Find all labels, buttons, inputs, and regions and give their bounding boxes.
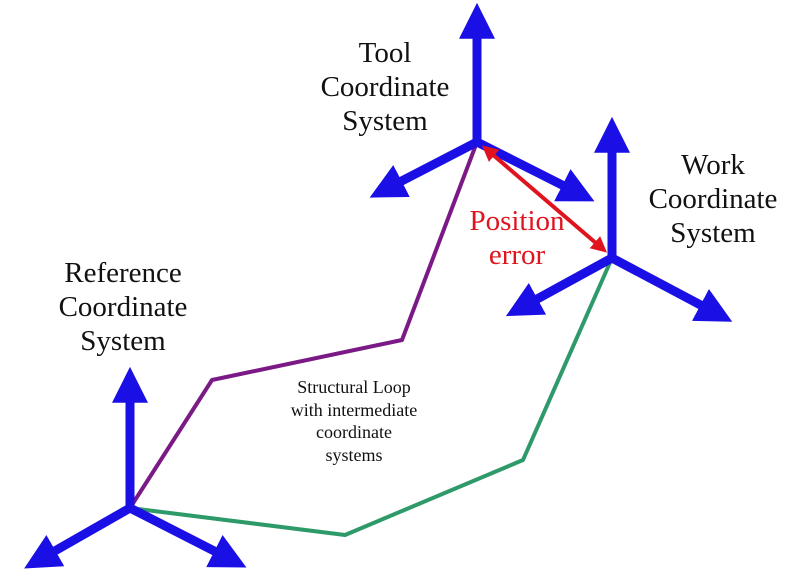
position-error-arrow-icon — [481, 145, 608, 253]
position-error-line-1: Position — [469, 205, 565, 237]
reference-label-line-3: System — [80, 325, 166, 358]
loop-label-line-1: Structural Loop — [297, 377, 411, 397]
work-loop-path — [129, 257, 614, 537]
loop-label-line-2: with intermediate — [290, 399, 418, 420]
work-frame-label: Work Coordinate System — [633, 148, 793, 251]
reference-label-line-1: Reference — [64, 257, 182, 289]
tool-label-line-1: Tool — [358, 37, 412, 69]
reference-label-line-2: Coordinate — [58, 291, 188, 324]
loop-label-line-4: systems — [325, 444, 383, 465]
work-frame-icon — [505, 116, 733, 322]
tool-label-line-2: Coordinate — [320, 71, 450, 104]
reference-frame-icon — [24, 366, 247, 569]
position-error-label: Position error — [452, 204, 582, 272]
position-error-line-2: error — [488, 239, 546, 272]
tool-label-line-3: System — [342, 105, 428, 138]
loop-label-line-3: coordinate — [316, 422, 392, 442]
work-label-line-3: System — [670, 217, 756, 250]
work-label-line-2: Coordinate — [648, 183, 778, 216]
tool-frame-label: Tool Coordinate System — [305, 36, 465, 139]
tool-loop-path — [128, 141, 479, 510]
work-label-line-1: Work — [681, 149, 745, 181]
structural-loop-label: Structural Loop with intermediate coordi… — [274, 376, 434, 466]
reference-frame-label: Reference Coordinate System — [28, 256, 218, 359]
